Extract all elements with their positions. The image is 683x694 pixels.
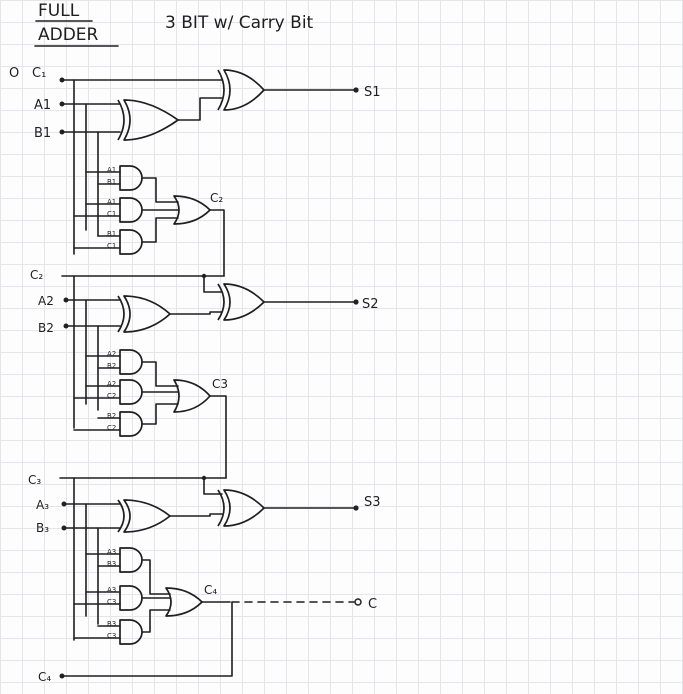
svg-text:A2: A2 (107, 380, 116, 388)
or-gate-carry-3 (165, 587, 203, 617)
svg-text:A1: A1 (107, 166, 116, 174)
svg-text:C2: C2 (107, 392, 116, 400)
bottom-c4-label: C₄ (38, 670, 51, 684)
input-a2-label: A2 (38, 294, 54, 308)
carry-c2-label: C₂ (210, 191, 223, 205)
input-b3-label: B₃ (36, 521, 49, 535)
title-adder: ADDER (38, 25, 99, 45)
and-gate-1b (119, 197, 143, 223)
and-gate-1a (119, 165, 143, 191)
xor-gate-sum-3 (217, 489, 265, 527)
input-c3-label: C₃ (28, 473, 41, 487)
input-a3-label: A₃ (36, 498, 49, 512)
svg-text:A3: A3 (107, 586, 116, 594)
and-gate-1c (119, 229, 143, 255)
and-gate-2b (119, 379, 143, 405)
input-c2-label: C₂ (30, 268, 43, 282)
title-subtitle: 3 BIT w/ Carry Bit (165, 13, 314, 33)
title-full: FULL (38, 1, 80, 21)
and-gate-3c (119, 619, 143, 645)
svg-text:A2: A2 (107, 350, 116, 358)
input-c1-label: C₁ (32, 66, 46, 81)
svg-text:C3: C3 (107, 632, 116, 640)
xor-gate-sum-1 (217, 69, 265, 111)
svg-text:C1: C1 (107, 242, 116, 250)
svg-text:B3: B3 (107, 560, 116, 568)
svg-text:B2: B2 (107, 362, 116, 370)
and-gate-3a (119, 547, 143, 573)
xor-gate-ab-1 (117, 99, 179, 141)
xor-gate-sum-2 (217, 283, 265, 321)
carry-out-label: C (368, 597, 377, 612)
svg-text:A3: A3 (107, 548, 116, 556)
input-b2-label: B2 (38, 321, 54, 335)
carry-c3-label: C3 (212, 377, 228, 391)
input-b1-label: B1 (34, 126, 51, 141)
svg-text:C3: C3 (107, 598, 116, 606)
carry-c4-label: C₄ (204, 583, 217, 597)
output-s3-label: S3 (364, 495, 381, 510)
and-gate-2a (119, 349, 143, 375)
svg-text:C2: C2 (107, 424, 116, 432)
svg-text:B3: B3 (107, 620, 116, 628)
output-s1-label: S1 (364, 85, 381, 100)
output-s2-label: S2 (362, 297, 379, 312)
svg-text:B1: B1 (107, 178, 116, 186)
svg-text:B2: B2 (107, 412, 116, 420)
or-gate-carry-2 (173, 379, 211, 413)
svg-text:C1: C1 (107, 210, 116, 218)
xor-gate-ab-2 (117, 295, 171, 333)
and-gate-3b (119, 585, 143, 611)
and-gate-2c (119, 411, 143, 437)
or-gate-carry-1 (173, 195, 211, 225)
svg-text:A1: A1 (107, 198, 116, 206)
xor-gate-ab-3 (117, 499, 171, 533)
marker-circle: O (9, 66, 19, 81)
input-a1-label: A1 (34, 98, 51, 113)
svg-text:B1: B1 (107, 230, 116, 238)
